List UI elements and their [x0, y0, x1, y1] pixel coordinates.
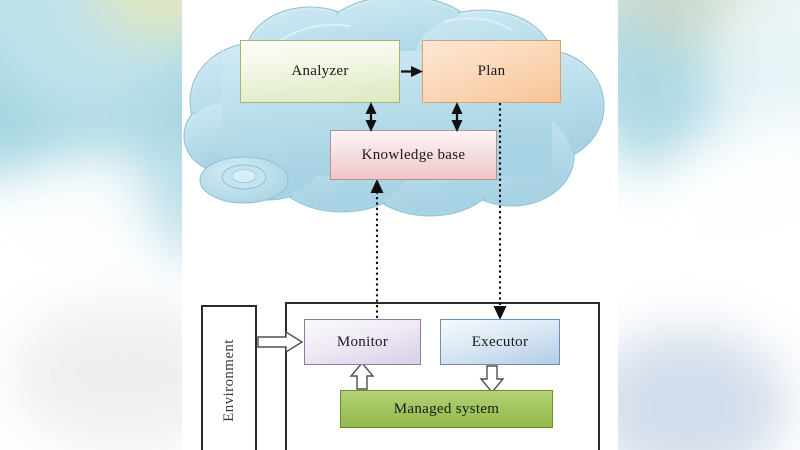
node-knowledge-base-label: Knowledge base	[361, 146, 466, 163]
diagram-content: Analyzer Plan Knowledge base Monitor Exe…	[182, 0, 618, 450]
node-analyzer-label: Analyzer	[291, 63, 349, 80]
environment-box	[201, 305, 257, 450]
node-monitor[interactable]: Monitor	[304, 319, 421, 365]
node-executor[interactable]: Executor	[440, 319, 560, 365]
node-managed-system-label: Managed system	[393, 400, 500, 417]
node-environment-label: Environment	[220, 338, 237, 422]
node-analyzer[interactable]: Analyzer	[240, 40, 400, 103]
cloud-region	[183, 0, 605, 217]
node-executor-label: Executor	[471, 333, 529, 350]
node-monitor-label: Monitor	[336, 333, 389, 350]
cloud-disc-detail	[199, 156, 289, 204]
node-plan[interactable]: Plan	[422, 40, 561, 103]
node-knowledge-base[interactable]: Knowledge base	[330, 130, 497, 180]
node-managed-system[interactable]: Managed system	[340, 390, 553, 428]
background-blur-left	[0, 0, 182, 450]
node-environment[interactable]: Environment	[201, 305, 257, 450]
node-plan-label: Plan	[477, 63, 506, 80]
background-blur-right	[618, 0, 800, 450]
